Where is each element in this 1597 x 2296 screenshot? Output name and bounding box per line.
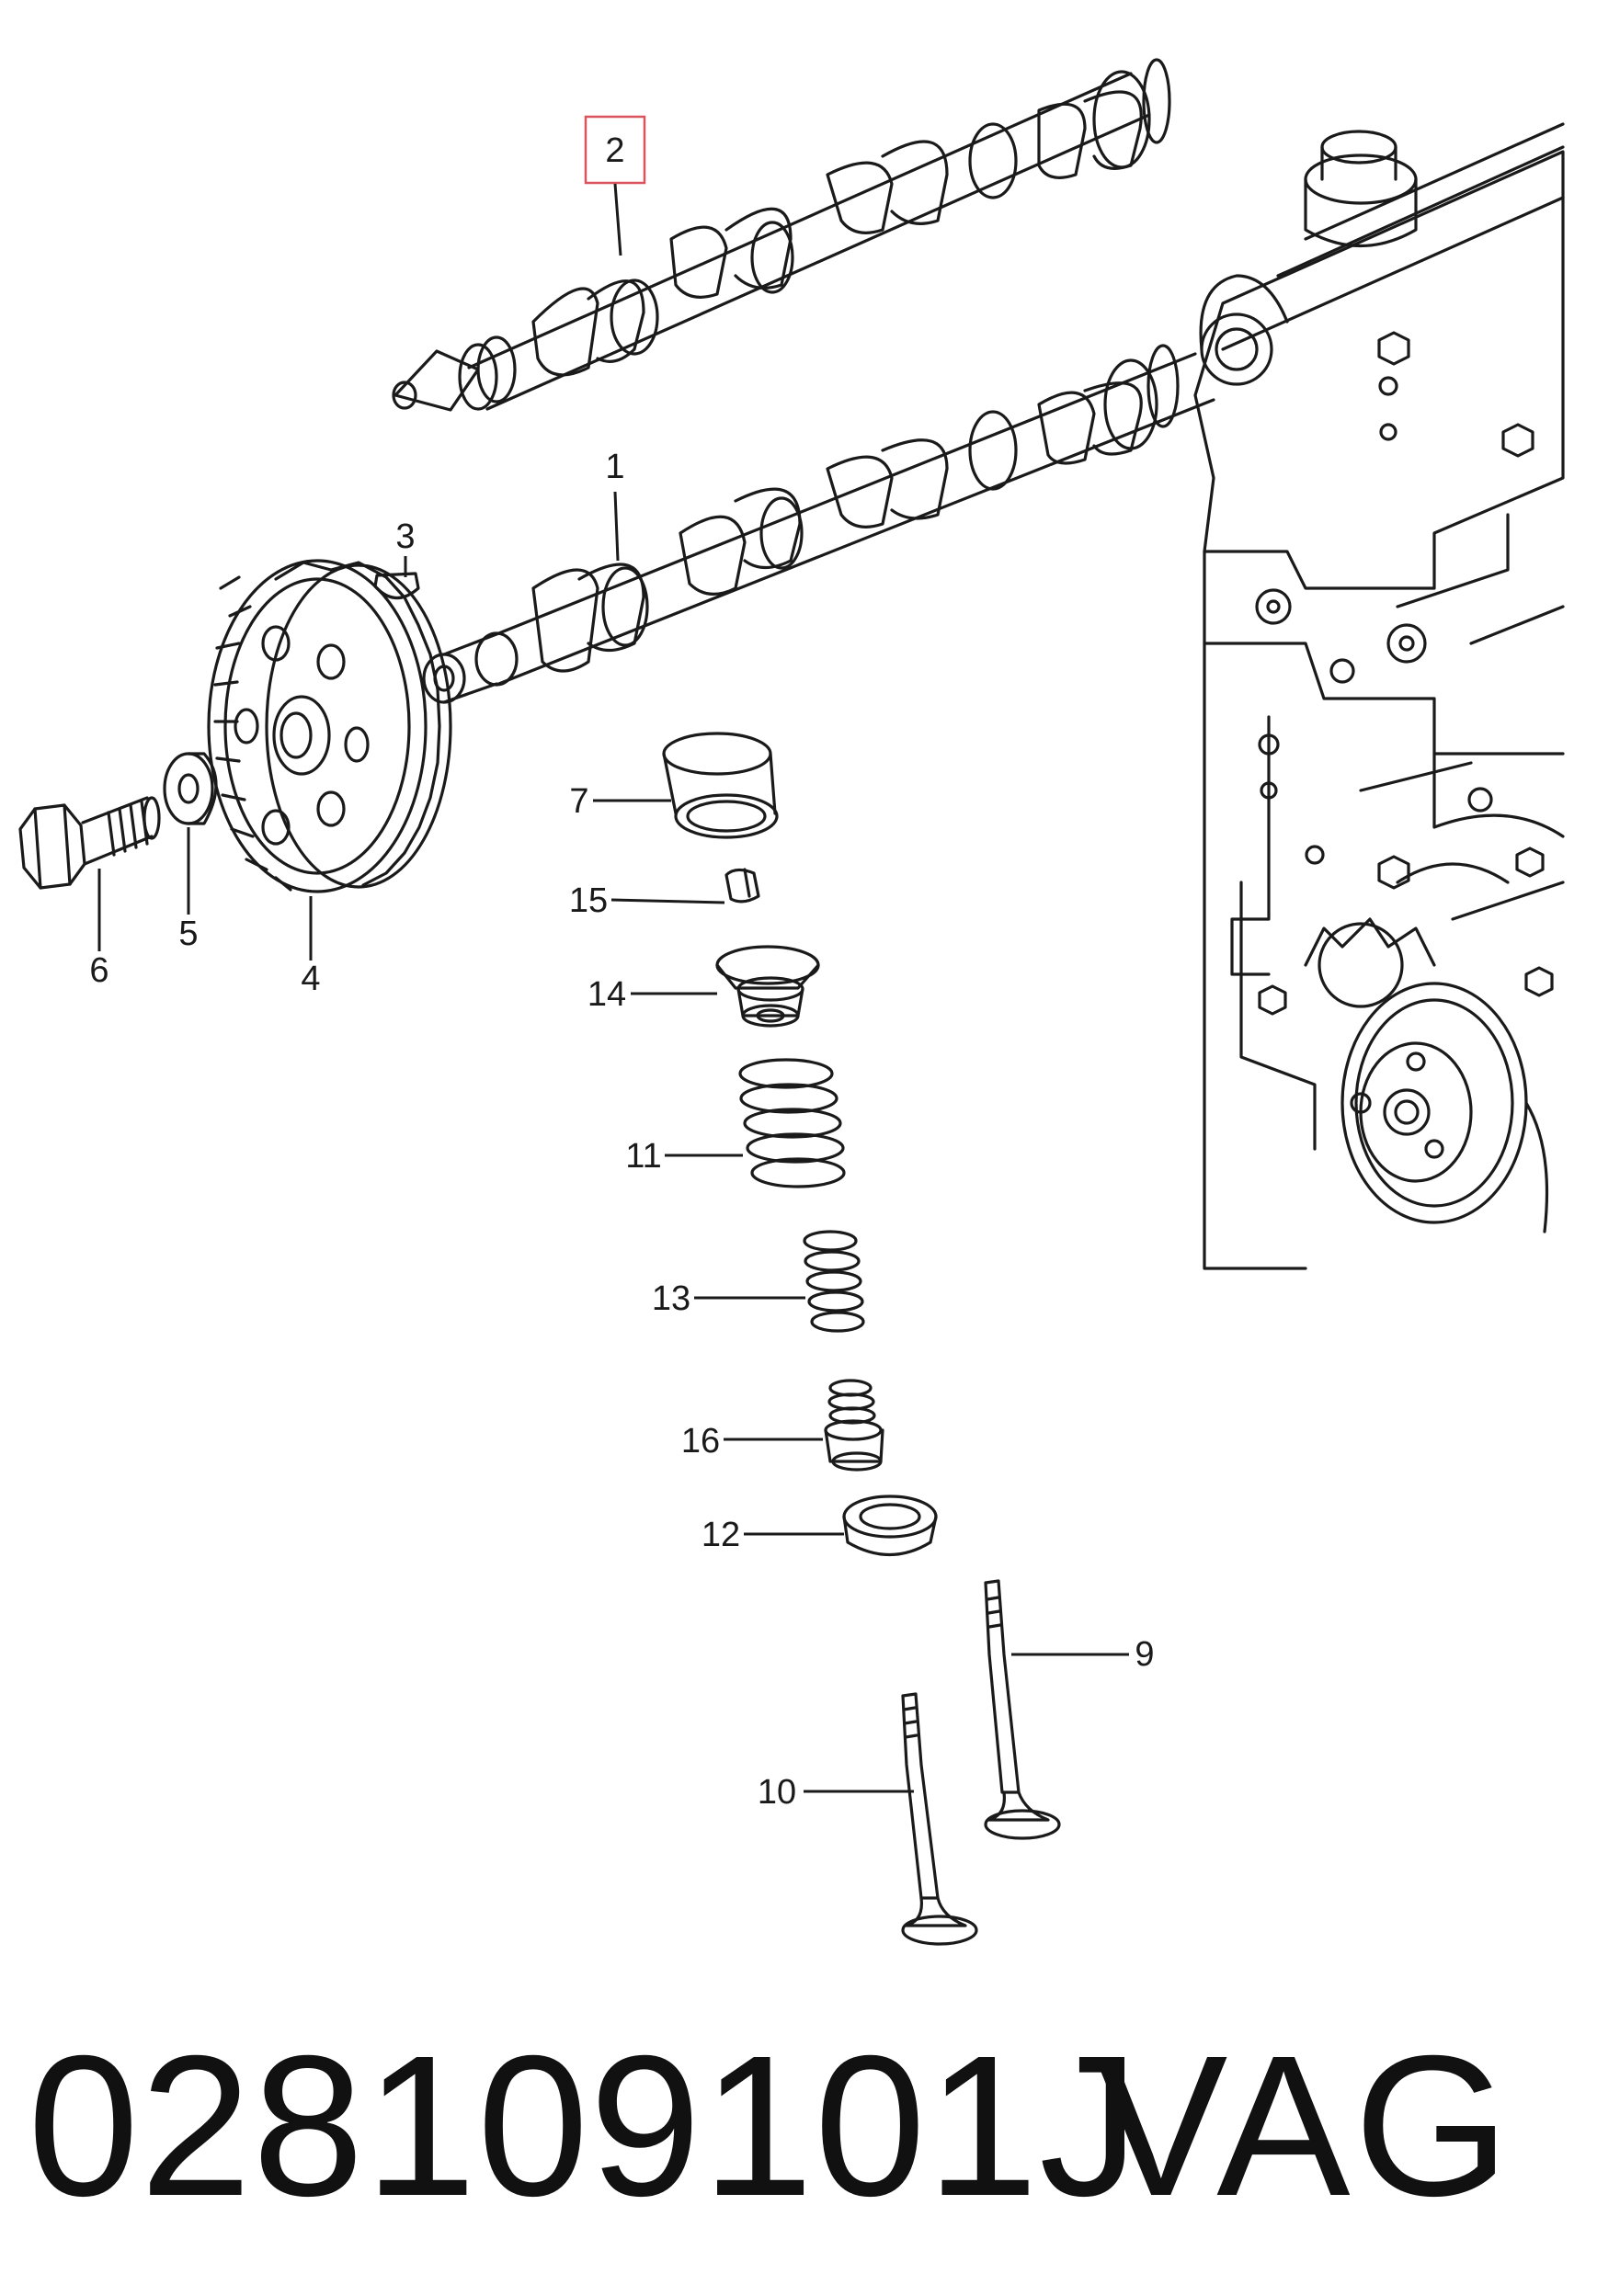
callout-1: 1 — [605, 448, 624, 486]
exhaust-valve — [901, 1692, 978, 1946]
callout-5: 5 — [178, 915, 198, 953]
engine-block — [1193, 122, 1565, 1270]
callout-10: 10 — [758, 1773, 796, 1812]
callout-3: 3 — [395, 517, 415, 556]
callout-13: 13 — [652, 1279, 690, 1318]
callout-4: 4 — [301, 960, 320, 998]
callouts: 2 1 3 4 5 6 7 15 14 11 13 16 12 9 10 — [89, 115, 1155, 1812]
intake-valve — [984, 1579, 1061, 1840]
highlight-box — [584, 115, 646, 185]
bucket-tappet — [662, 732, 779, 839]
outer-valve-spring — [738, 1058, 846, 1188]
spring-seat — [842, 1495, 938, 1557]
part-number-text: 028109101J — [28, 2015, 1141, 2238]
callout-11: 11 — [625, 1137, 661, 1176]
washer — [163, 752, 218, 825]
manufacturer-text: VAG — [1094, 2015, 1514, 2238]
camshaft-lower — [422, 344, 1215, 704]
callout-15: 15 — [569, 881, 608, 920]
valve-cotter — [724, 868, 760, 904]
valve-stem-seal — [824, 1379, 884, 1472]
hex-bolt — [18, 796, 161, 890]
camshaft-upper — [392, 58, 1171, 412]
spring-retainer — [715, 945, 820, 1028]
inner-valve-spring — [803, 1230, 865, 1333]
callout-16: 16 — [681, 1422, 720, 1461]
callout-2: 2 — [605, 131, 624, 170]
callout-14: 14 — [587, 975, 626, 1014]
callout-12: 12 — [702, 1516, 740, 1554]
callout-6: 6 — [89, 951, 108, 990]
camshaft-sprocket — [207, 559, 452, 893]
callout-7: 7 — [569, 782, 588, 821]
callout-9: 9 — [1135, 1635, 1154, 1674]
